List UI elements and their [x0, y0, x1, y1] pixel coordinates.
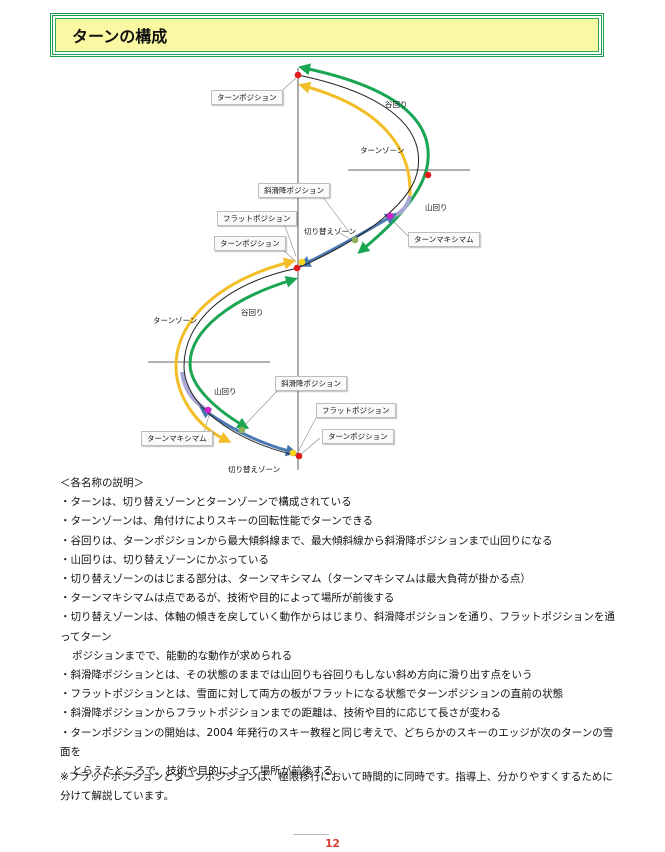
title-box: ターンの構成 — [50, 13, 604, 57]
turn-diagram — [148, 63, 470, 470]
label-turn-position-top: ターンポジション — [211, 90, 283, 105]
description-section: ＜各名称の説明＞ ・ターンは、切り替えゾーンとターンゾーンで構成されている ・タ… — [60, 474, 620, 781]
page-title: ターンの構成 — [72, 27, 168, 46]
turn-position-dot-mid — [293, 264, 301, 272]
pointer-lines — [202, 77, 409, 456]
page-number-rule — [293, 834, 329, 835]
description-item: ・ターンマキシマムは点であるが、技術や目的によって場所が前後する — [60, 592, 395, 605]
title-banner: ターンの構成 — [55, 18, 599, 52]
description-item: ・切り替えゾーンは、体軸の傾きを戻していく動作からはじまり、斜滑降ポジションを通… — [60, 611, 615, 643]
label-tani-mawari-bottom: 谷回り — [241, 308, 264, 317]
label-turn-maximum-bottom: ターンマキシマム — [141, 431, 213, 446]
description-item: ・ターンゾーンは、角付けによりスキーの回転性能でターンできる — [60, 515, 374, 528]
description-item: ・切り替えゾーンのはじまる部分は、ターンマキシマム（ターンマキシマムは最大負荷が… — [60, 573, 531, 586]
label-flat-position-bottom: フラットポジション — [316, 403, 396, 418]
trajectory-line-top — [297, 74, 420, 269]
turn-position-dot-top-right — [424, 171, 432, 179]
turn-maximum-dot-top — [386, 212, 394, 220]
label-kirikae-zone-top: 切り替えゾーン — [304, 227, 357, 236]
flat-position-dot-mid — [298, 258, 306, 266]
description-item: ・谷回りは、ターンポジションから最大傾斜線まで、最大傾斜線から斜滑降ポジションま… — [60, 534, 553, 547]
trajectory-line-bottom — [183, 267, 299, 457]
turn-position-dot-bottom — [295, 452, 303, 460]
label-yama-mawari-bottom: 山回り — [214, 387, 237, 396]
description-item: ・斜滑降ポジションからフラットポジションまでの距離は、技術や目的に応じて長さが変… — [60, 707, 501, 720]
description-item: ・斜滑降ポジションとは、その状態のままでは山回りも谷回りもしない斜め方向に滑り出… — [60, 669, 533, 682]
footnote: ※フラットポジションとターンポジションは、極限移行において時間的に同時です。指導… — [60, 771, 613, 802]
description-item-continuation: ポジションまでで、能動的な動作が求められる — [72, 649, 293, 662]
description-item: ・ターンは、切り替えゾーンとターンゾーンで構成されている — [60, 496, 352, 509]
description-item-continuation: とらえたところで、技術や目的によって場所が前後する — [72, 765, 334, 778]
flat-position-dot-bottom — [289, 449, 297, 457]
label-turn-position-bottom: ターンポジション — [322, 429, 394, 444]
yellow-path-top — [298, 81, 412, 197]
turn-position-dot-top — [294, 71, 302, 79]
label-turn-zone-bottom: ターンゾーン — [153, 316, 198, 325]
description-item: ・フラットポジションとは、雪面に対して両方の板がフラットになる状態でターンポジシ… — [60, 688, 564, 701]
description-heading: ＜各名称の説明＞ — [60, 477, 144, 489]
label-slope-position-top: 斜滑降ポジション — [258, 183, 330, 198]
label-turn-position-mid: ターンポジション — [214, 236, 286, 251]
label-yama-mawari-top: 山回り — [425, 203, 448, 212]
turn-maximum-dot-bottom — [204, 406, 212, 414]
label-flat-position-top: フラットポジション — [217, 211, 297, 226]
description-item: ・山回りは、切り替えゾーンにかぶっている — [60, 553, 269, 566]
blue-path-bottom — [199, 406, 298, 457]
label-kirikae-zone-bottom: 切り替えゾーン — [228, 465, 281, 474]
page-number: 12 — [325, 838, 340, 850]
green-path-top — [298, 63, 430, 254]
green-path-bottom — [188, 275, 298, 430]
label-turn-zone-top: ターンゾーン — [360, 146, 405, 155]
description-item: ・ターンポジションの開始は、2004 年発行のスキー教程と同じ考えで、どちらかの… — [60, 726, 614, 758]
label-slope-position-bottom: 斜滑降ポジション — [275, 376, 347, 391]
label-tani-mawari-top: 谷回り — [385, 100, 408, 109]
label-turn-maximum-top: ターンマキシマム — [408, 232, 480, 247]
slope-position-dot-top — [351, 236, 359, 244]
slope-position-dot-bottom — [238, 426, 246, 434]
blue-path-top — [298, 212, 398, 267]
